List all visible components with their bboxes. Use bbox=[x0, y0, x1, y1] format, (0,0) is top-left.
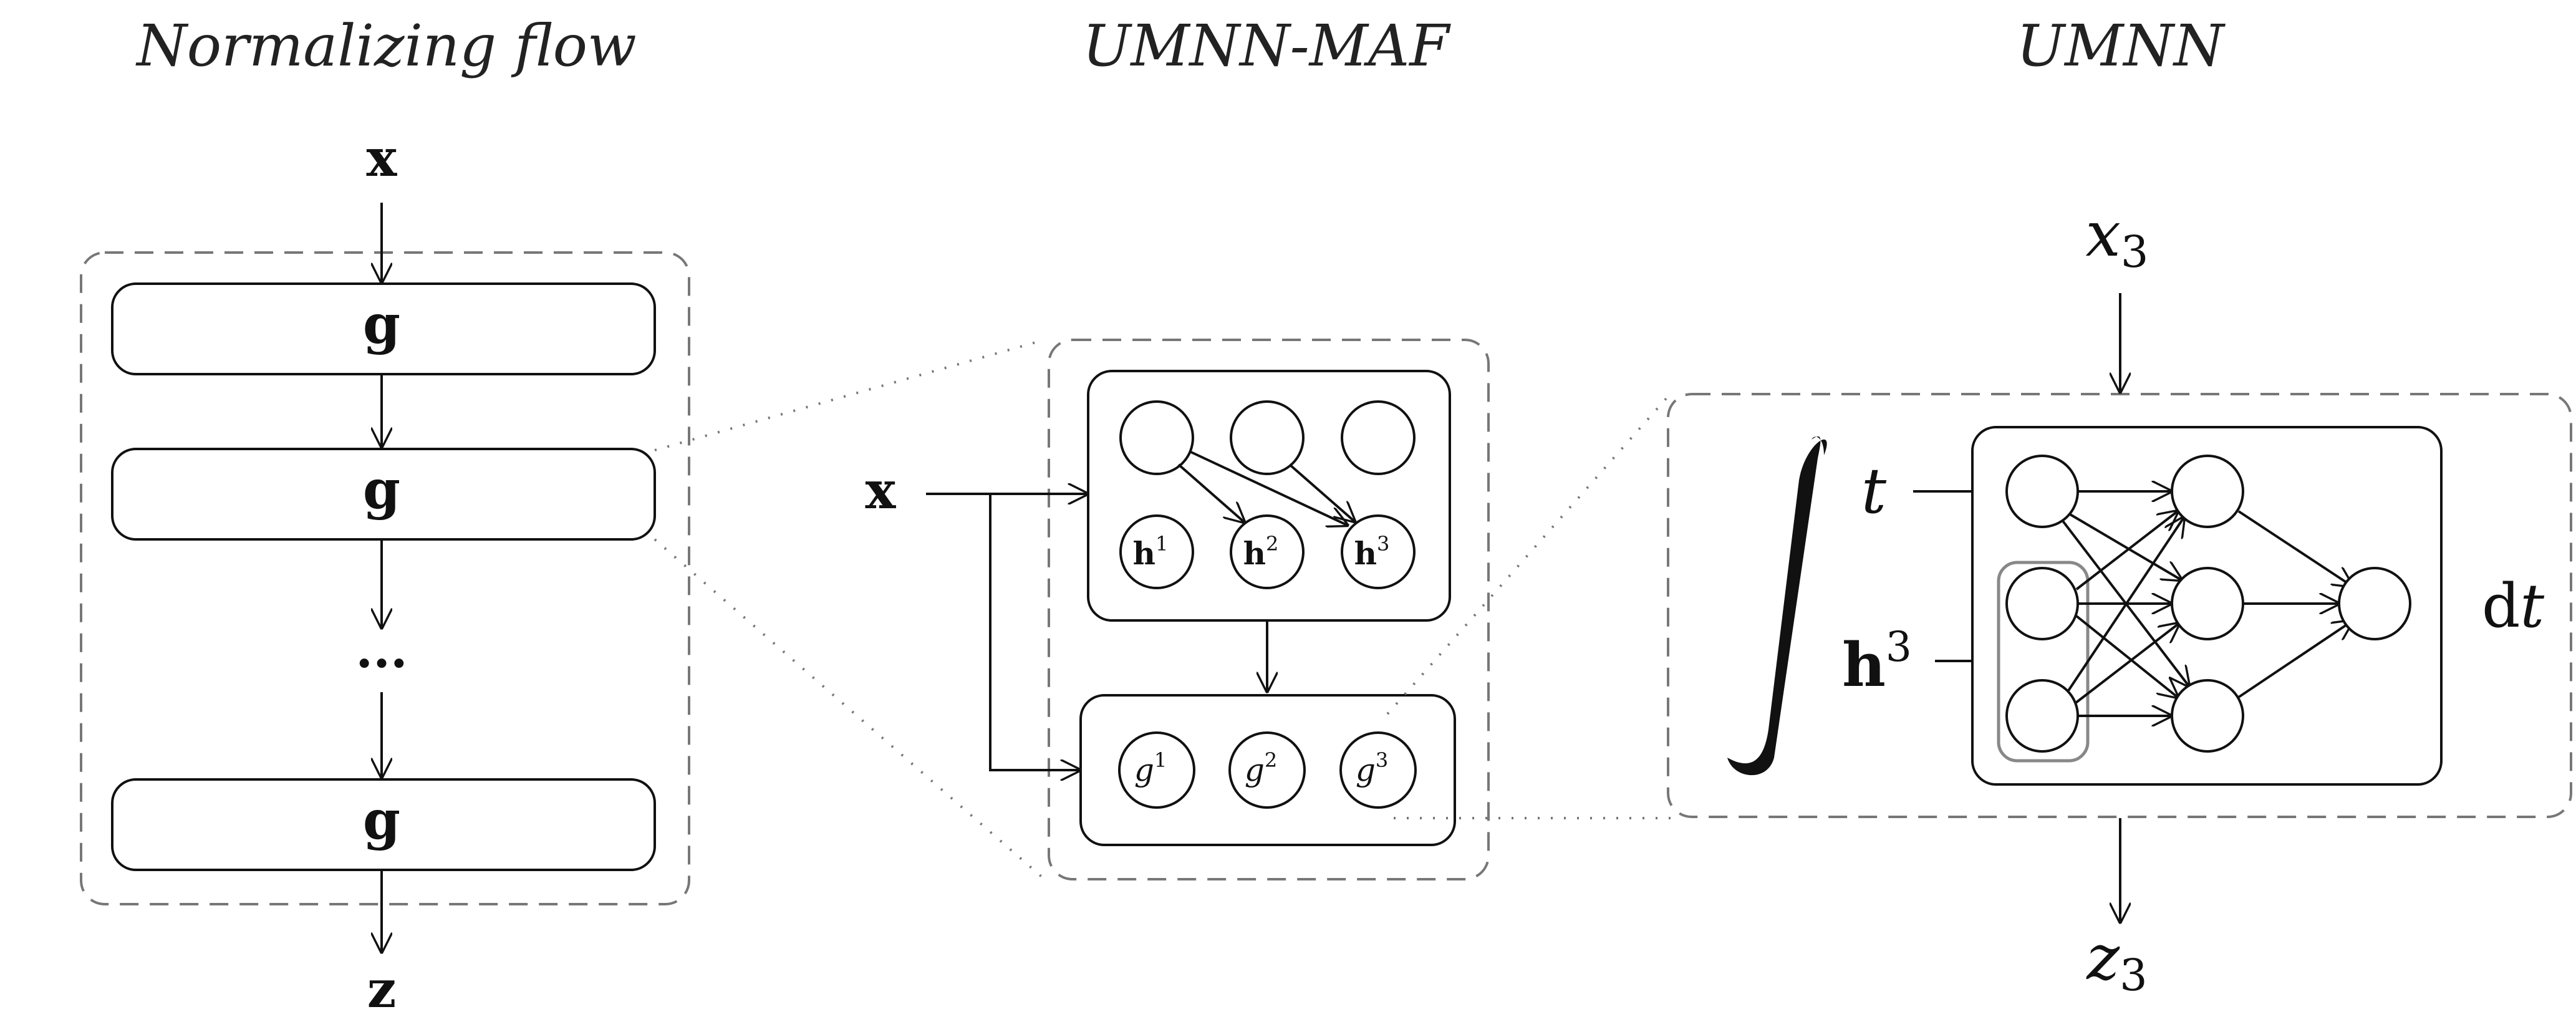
maf-input-node-2 bbox=[1230, 400, 1305, 475]
maf-arrow-x-to-transform bbox=[989, 494, 1079, 770]
maf-g2-label: g2 bbox=[1245, 748, 1277, 788]
umnn-node-h-1 bbox=[2005, 567, 2079, 640]
maf-edge-x1-h2 bbox=[1177, 463, 1244, 522]
umnn-node-h-2 bbox=[2005, 679, 2079, 753]
maf-h3-label: h3 bbox=[1354, 532, 1390, 572]
umnn-integral-sign bbox=[1727, 436, 1827, 776]
flow-block-3-label: g bbox=[363, 789, 400, 852]
umnn-output-z3: z3 bbox=[2086, 921, 2147, 1001]
maf-h1-node bbox=[1119, 514, 1194, 589]
maf-g2-node bbox=[1228, 731, 1306, 809]
umnn-edges-layer2 bbox=[2237, 510, 2352, 698]
flow-output-z: z bbox=[367, 960, 397, 1020]
maf-g3-label: g3 bbox=[1356, 748, 1388, 788]
zoom-line-bottom-1 bbox=[654, 538, 1046, 880]
flow-block-1 bbox=[111, 282, 656, 375]
maf-edge-x1-h3 bbox=[1190, 451, 1347, 525]
flow-block-3 bbox=[111, 778, 656, 871]
maf-edge-x2-h3 bbox=[1288, 463, 1354, 521]
maf-g1-node bbox=[1118, 731, 1195, 809]
zoom-line-top-1 bbox=[654, 339, 1045, 451]
maf-h3-node bbox=[1341, 514, 1416, 589]
maf-input-node-3 bbox=[1341, 400, 1416, 475]
umnn-hidden-node-1 bbox=[2171, 455, 2244, 528]
title-normalizing-flow: Normalizing flow bbox=[135, 12, 637, 79]
flow-ellipsis: ... bbox=[355, 620, 408, 679]
maf-g1-label: g1 bbox=[1134, 748, 1167, 788]
maf-h2-node bbox=[1230, 514, 1305, 589]
maf-h1-label: h1 bbox=[1133, 532, 1169, 572]
maf-container bbox=[1048, 339, 1490, 880]
title-umnn: UMNN bbox=[2017, 12, 2226, 79]
flow-block-2 bbox=[111, 448, 656, 541]
maf-h2-label: h2 bbox=[1243, 532, 1279, 572]
umnn-t-label: t bbox=[1861, 455, 1887, 528]
umnn-hidden-node-3 bbox=[2171, 679, 2244, 753]
umnn-dt-label: dt bbox=[2482, 571, 2544, 641]
umnn-input-x3: x3 bbox=[2086, 198, 2149, 277]
maf-g3-node bbox=[1339, 731, 1417, 809]
flow-block-2-label: g bbox=[363, 458, 400, 521]
title-umnn-maf: UMNN-MAF bbox=[1083, 12, 1451, 79]
umnn-container bbox=[1667, 393, 2572, 818]
maf-input-node-1 bbox=[1119, 400, 1194, 475]
umnn-edges-layer1 bbox=[2057, 491, 2189, 716]
umnn-h3-label: h3 bbox=[1842, 623, 1912, 700]
umnn-node-t bbox=[2005, 455, 2079, 528]
umnn-hidden-node-2 bbox=[2171, 567, 2244, 640]
umnn-output-node bbox=[2338, 567, 2411, 640]
umnn-integral-text: ∫ bbox=[0, 0, 1, 1]
flow-input-x: x bbox=[367, 128, 398, 188]
maf-input-x: x bbox=[866, 461, 897, 521]
flow-block-1-label: g bbox=[363, 293, 400, 356]
flow-container bbox=[80, 251, 690, 905]
